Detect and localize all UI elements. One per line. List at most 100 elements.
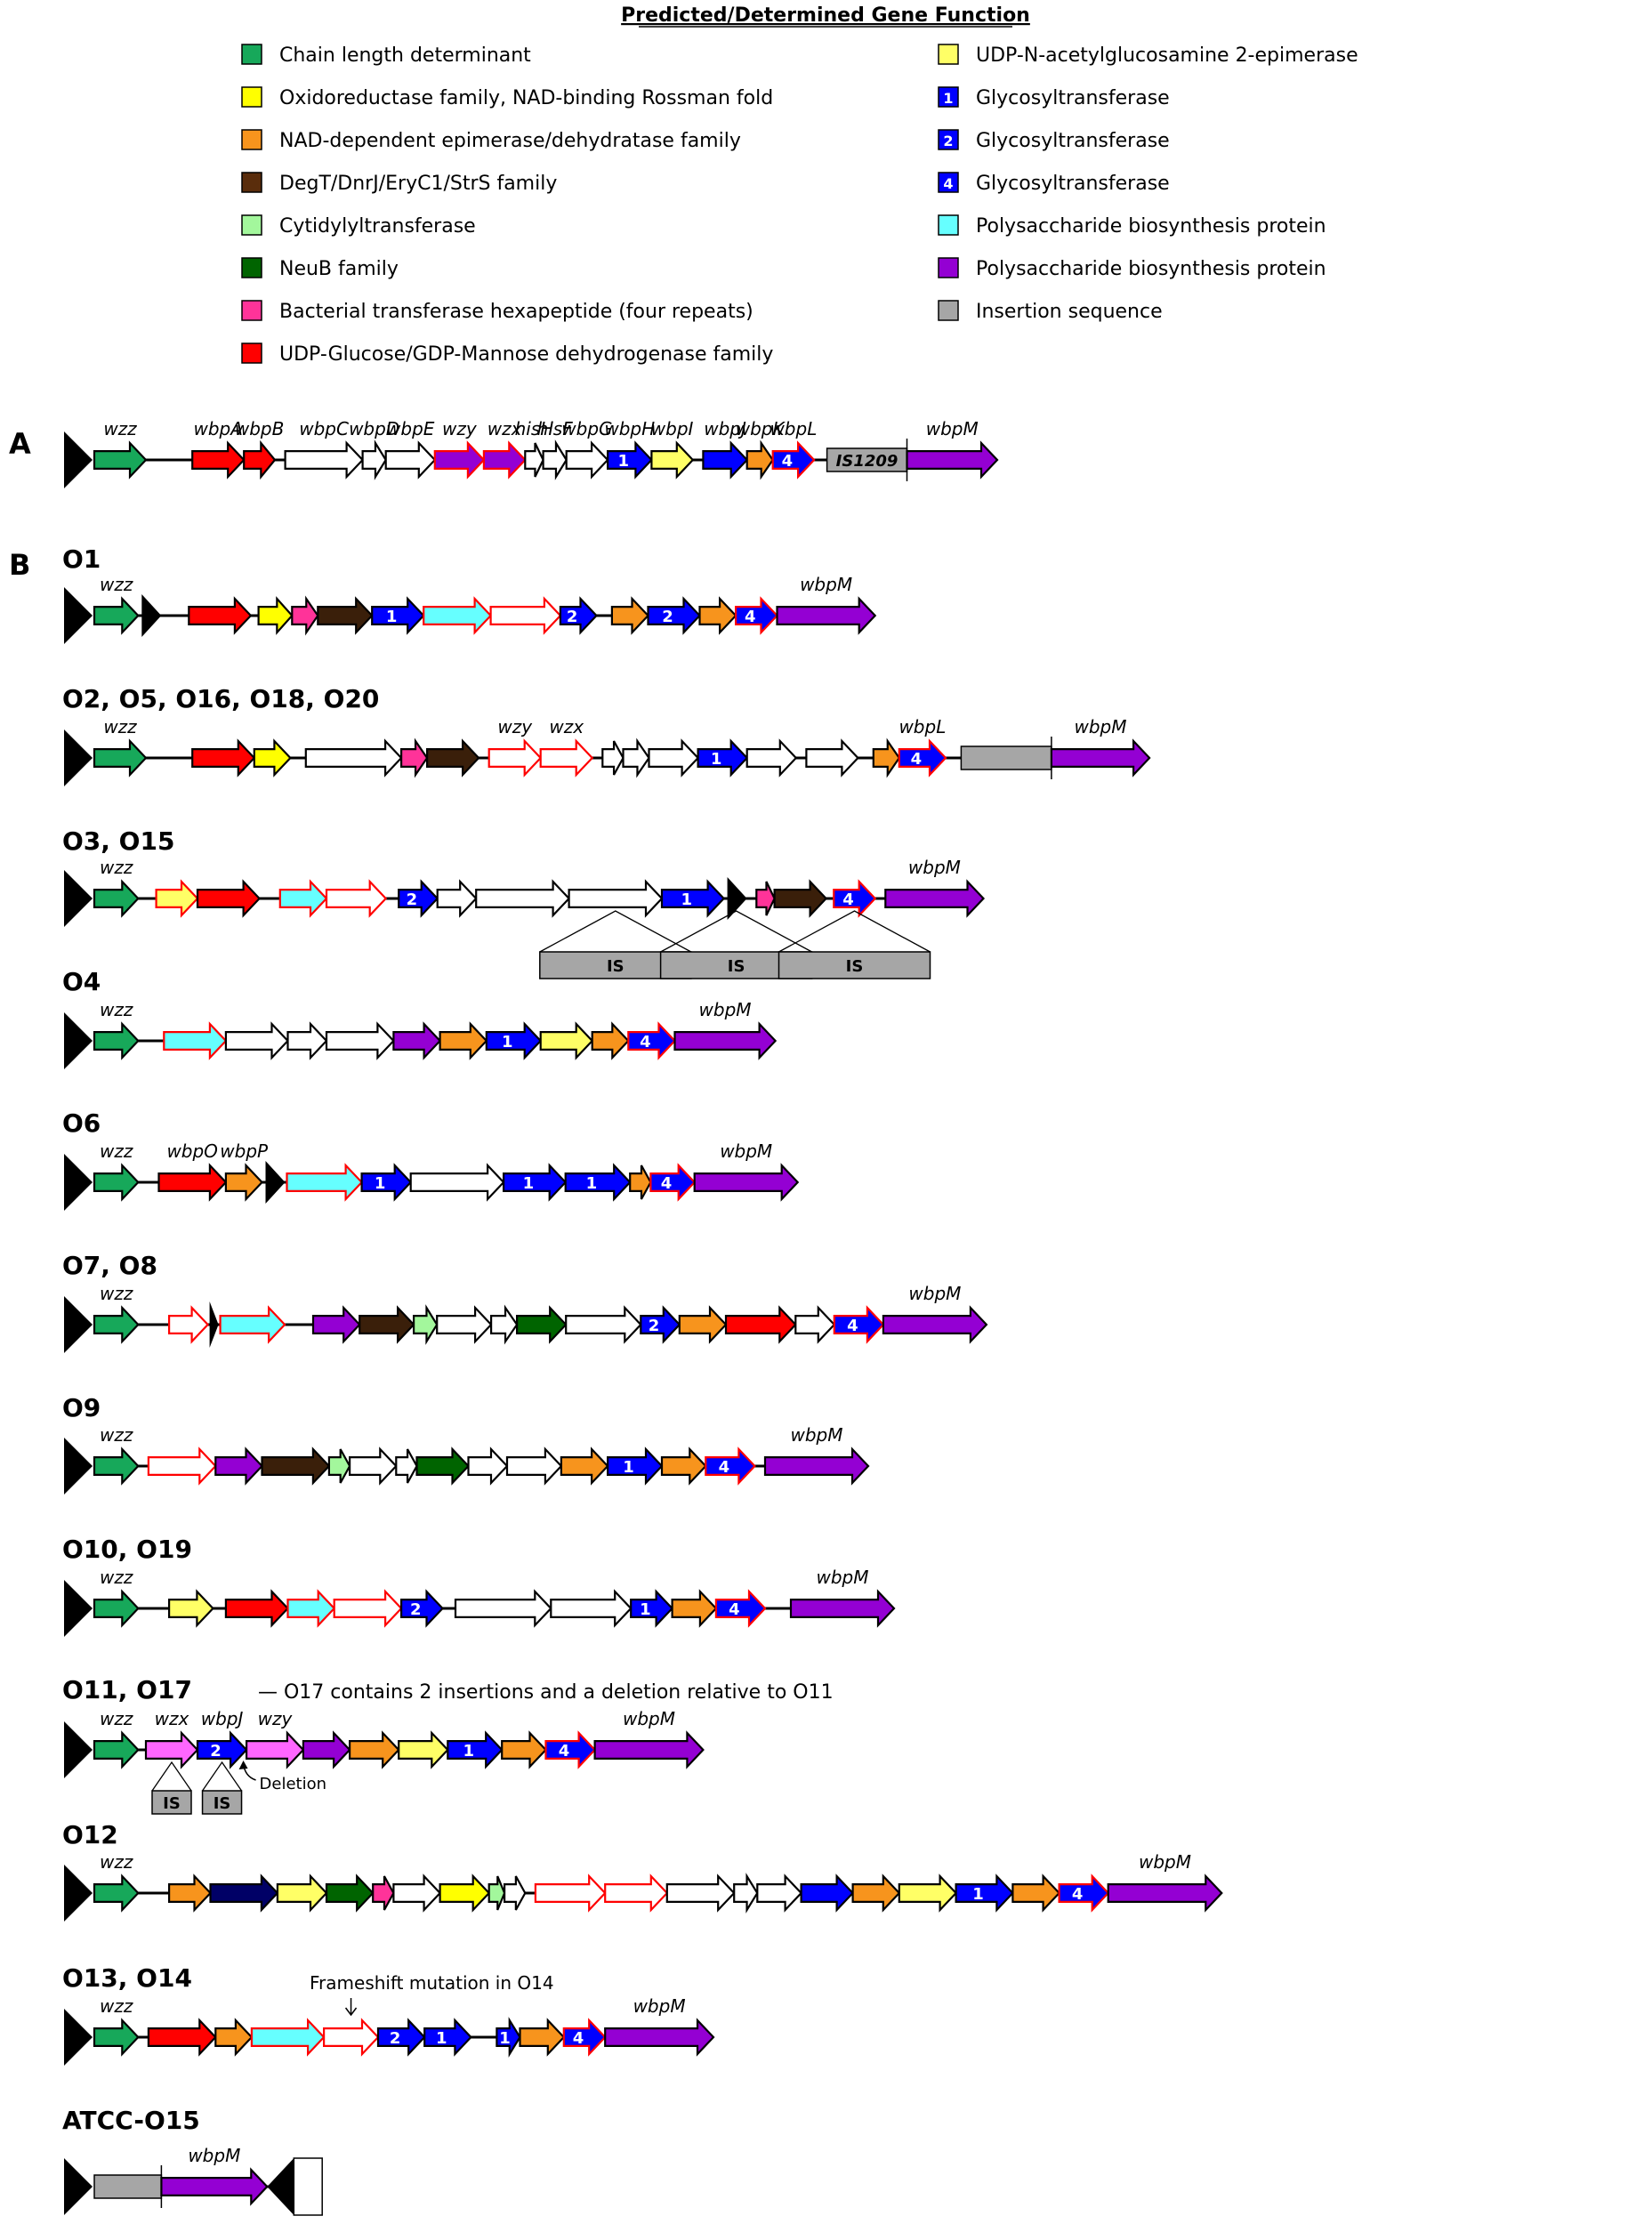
gene-arrow-icon: [302, 1730, 351, 1769]
gene-arrow-icon: [489, 1304, 519, 1345]
gene-arrow-icon: [745, 738, 798, 778]
gene-arrow-icon: [630, 1589, 674, 1628]
gene-arrow-icon: [763, 1446, 870, 1486]
gene-arrow-icon: [214, 1446, 264, 1486]
gene-arrow-icon: [168, 1589, 214, 1628]
gene-arrow-icon: [93, 1589, 140, 1628]
gene-arrow-icon: [660, 1446, 707, 1486]
legend-swatch: [938, 86, 959, 108]
gene-arrow-icon: [157, 1163, 228, 1202]
gene-arrow-icon: [409, 1163, 505, 1202]
gene-label: wbpM: [816, 1567, 868, 1588]
glycosyltransferase-number: 2: [407, 890, 418, 909]
gene-arrow-icon: [650, 440, 695, 479]
gene-arrow-icon: [898, 1873, 958, 1913]
gene-arrow-icon: [733, 1873, 759, 1914]
gene-arrow-icon: [702, 440, 749, 479]
gene-arrow-icon: [673, 1021, 778, 1060]
gene-arrow-icon: [539, 738, 594, 778]
gene-arrow-icon: [188, 596, 253, 635]
gene-label: wbpO: [166, 1140, 218, 1162]
gene-label: wzz: [100, 574, 133, 595]
gene-arrow-icon: [467, 1446, 509, 1486]
glycosyltransferase-number: 2: [662, 608, 673, 626]
gene-arrow-icon: [485, 1021, 543, 1060]
gene-arrow-icon: [1011, 1873, 1061, 1913]
glycosyltransferase-number: 1: [375, 1174, 386, 1193]
gene-arrow-icon: [278, 879, 328, 918]
boundary-triangle-icon: [64, 1296, 93, 1353]
legend-label: Polysaccharide biosynthesis protein: [976, 258, 1326, 280]
gene-arrow-icon: [629, 1164, 652, 1200]
gene-arrow-icon: [771, 440, 816, 479]
gene-label: wzz: [100, 1567, 133, 1588]
legend-label: DegT/DnrJ/EryC1/StrS family: [279, 173, 557, 195]
gene-arrow-icon: [622, 737, 650, 778]
gene-arrow-icon: [773, 879, 828, 918]
insertion-callout-box: [151, 1790, 192, 1815]
gene-label: wbpI: [651, 418, 694, 439]
gene-arrow-icon: [436, 879, 478, 918]
locus-title: O4: [62, 967, 101, 996]
gene-arrow-icon: [224, 1589, 290, 1628]
gene-label: wbpK: [736, 418, 786, 439]
gene-label: wzz: [100, 1140, 133, 1162]
glycosyltransferase-number: 1: [386, 608, 398, 626]
gene-arrow-icon: [436, 1305, 493, 1344]
glycosyltransferase-number: 4: [782, 452, 794, 471]
gene-arrow-icon: [413, 1304, 439, 1345]
glycosyltransferase-number: 1: [972, 1885, 984, 1904]
insertion-callout-label: IS: [728, 957, 745, 976]
gene-arrow-icon: [705, 1446, 756, 1486]
gene-arrow-icon: [261, 1446, 331, 1486]
gene-label: wbpC: [299, 418, 349, 439]
legend-swatch: [241, 342, 262, 364]
insertion-callout-label: IS: [846, 957, 864, 976]
gene-label: wzz: [103, 716, 137, 737]
gene-arrow-icon: [286, 1021, 328, 1060]
gene-arrow-icon: [591, 1021, 630, 1060]
insertion-callout-icon: [660, 910, 812, 953]
frameshift-arrow-icon: [344, 2007, 358, 2017]
legend-label: Bacterial transferase hexapeptide (four …: [279, 301, 753, 323]
gene-label: wzz: [100, 1851, 133, 1873]
gene-arrow-icon: [647, 596, 702, 635]
gene-arrow-icon: [604, 1873, 669, 1913]
gene-label: wbpM: [790, 1424, 842, 1446]
legend-label: Polysaccharide biosynthesis protein: [976, 215, 1326, 238]
gene-arrow-icon: [224, 1021, 290, 1060]
legend-swatch: [241, 214, 262, 236]
insertion-callout-icon: [778, 910, 931, 953]
gene-label: wbpE: [386, 418, 435, 439]
panel-letter-a: A: [9, 427, 31, 461]
legend-swatch: [938, 172, 959, 193]
insertion-callout-box: [778, 951, 931, 979]
gene-arrow-icon: [93, 1730, 140, 1769]
gene-arrow-icon: [219, 1305, 286, 1344]
gene-arrow-icon: [606, 1446, 664, 1486]
insertion-callout-icon: [539, 910, 692, 953]
gene-arrow-icon: [191, 738, 256, 778]
gene-arrow-icon: [833, 1305, 885, 1344]
locus-title: O11, O17: [62, 1675, 192, 1704]
gene-arrow-icon: [384, 440, 437, 479]
gene-arrow-icon: [93, 2018, 140, 2057]
gene-arrow-icon: [392, 1021, 442, 1060]
gene-arrow-icon: [376, 2018, 426, 2057]
gene-arrow-icon: [147, 1446, 217, 1486]
deletion-label: Deletion: [260, 1775, 327, 1793]
legend-title: Predicted/Determined Gene Function: [621, 4, 1030, 27]
gene-arrow-icon: [196, 1730, 248, 1769]
locus-title: O13, O14: [62, 1963, 192, 1993]
glycosyltransferase-number: 2: [410, 1600, 422, 1619]
gene-arrow-icon: [640, 1305, 681, 1344]
glycosyltransferase-number: 1: [623, 1458, 634, 1477]
gene-arrow-icon: [648, 738, 700, 778]
gene-arrow-icon: [191, 440, 246, 479]
gene-arrow-icon: [317, 596, 374, 635]
gene-arrow-icon: [423, 2018, 472, 2057]
